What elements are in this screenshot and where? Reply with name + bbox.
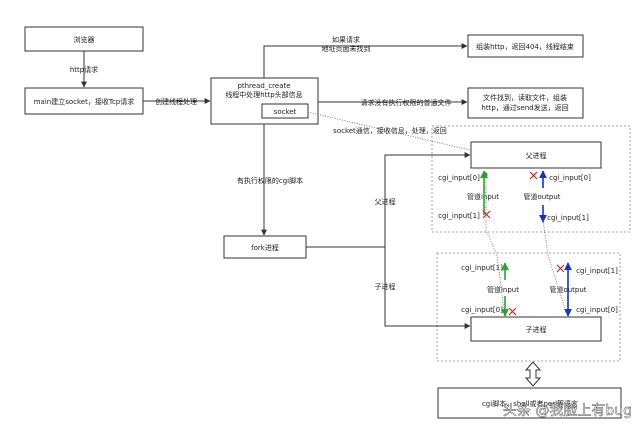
pipe-link-output-dotted xyxy=(542,219,569,319)
parent-cgi-input-0b-label: cgi_input[0] xyxy=(549,174,591,182)
pthread-label-2: 线程中处理http头部信息 xyxy=(225,90,302,99)
parent-pipe-input-label: 管道input xyxy=(467,192,499,201)
file-found-label-2: http，通过send发送，返回 xyxy=(481,103,568,112)
pthread-label-1: pthread_create xyxy=(237,82,290,90)
child-cgi-input-0-label: cgi_input[0] xyxy=(461,306,503,314)
file-found-box xyxy=(467,87,584,119)
parent-process-box xyxy=(470,141,602,169)
edge-not-found-label-1: 如果请求 xyxy=(332,35,360,44)
edge-parent-process-label: 父进程 xyxy=(375,197,396,206)
parent-process-label: 父进程 xyxy=(526,151,547,160)
parent-cgi-input-1-label: cgi_input[1] xyxy=(438,212,480,220)
child-cgi-double-arrow-icon xyxy=(524,361,542,387)
edge-pthread-404 xyxy=(263,43,468,78)
child-process-box xyxy=(470,316,602,342)
main-socket-box xyxy=(24,87,144,115)
child-pipe-input-label: 管道input xyxy=(487,285,519,294)
edge-http-request-label: http请求 xyxy=(70,65,98,74)
edge-socket-comm-label: socket通信，接收信息，处理，返回 xyxy=(333,126,447,135)
socket-label: socket xyxy=(274,108,297,116)
edge-child-process-label: 子进程 xyxy=(375,282,396,291)
browser-label: 浏览器 xyxy=(74,35,95,44)
edge-not-found-label-2: 地址页面未找到 xyxy=(322,44,371,53)
edge-executable-cgi-label: 有执行权限的cgi脚本 xyxy=(237,176,303,185)
child-closed-read-x-icon xyxy=(556,264,565,273)
edge-normal-file-label: 请求没有执行权限的普通文件 xyxy=(361,98,452,107)
edge-create-thread-label: 创建线程处理 xyxy=(155,97,197,106)
edge-socket-parent-dotted xyxy=(307,111,471,151)
child-cgi-input-1-label: cgi_input[1] xyxy=(461,264,503,272)
fork-label: fork进程 xyxy=(251,243,279,252)
child-process-label: 子进程 xyxy=(526,325,547,334)
edge-fork-parent xyxy=(306,152,471,248)
error404-box xyxy=(467,34,584,58)
edge-fork-child xyxy=(384,247,471,329)
child-closed-write-x-icon xyxy=(508,307,517,316)
parent-closed-read-x-icon xyxy=(529,171,538,180)
error404-label: 组装http，返回404，线程结束 xyxy=(476,42,574,51)
main-socket-label: main建立socket，接收Tcp请求 xyxy=(34,97,135,106)
parent-cgi-input-0-label: cgi_input[0] xyxy=(438,174,480,182)
child-pipe-region xyxy=(436,252,621,362)
child-cgi-input-0b-label: cgi_input[0] xyxy=(576,306,618,314)
watermark-text: 头条 @我脸上有bug xyxy=(503,402,632,419)
socket-box xyxy=(261,103,309,119)
cgi-script-label: cgi脚本、shell或者perl等语言 xyxy=(482,399,578,408)
cgi-script-box xyxy=(437,387,622,419)
parent-pipe-output-label: 管道output xyxy=(523,192,560,201)
file-found-label-1: 文件找到，读取文件，组装 xyxy=(483,93,567,102)
parent-cgi-input-1b-label: cgi_input[1] xyxy=(547,214,589,222)
child-cgi-input-1b-label: cgi_input[1] xyxy=(576,267,618,275)
browser-box xyxy=(24,26,144,52)
parent-closed-write-x-icon xyxy=(482,210,491,219)
